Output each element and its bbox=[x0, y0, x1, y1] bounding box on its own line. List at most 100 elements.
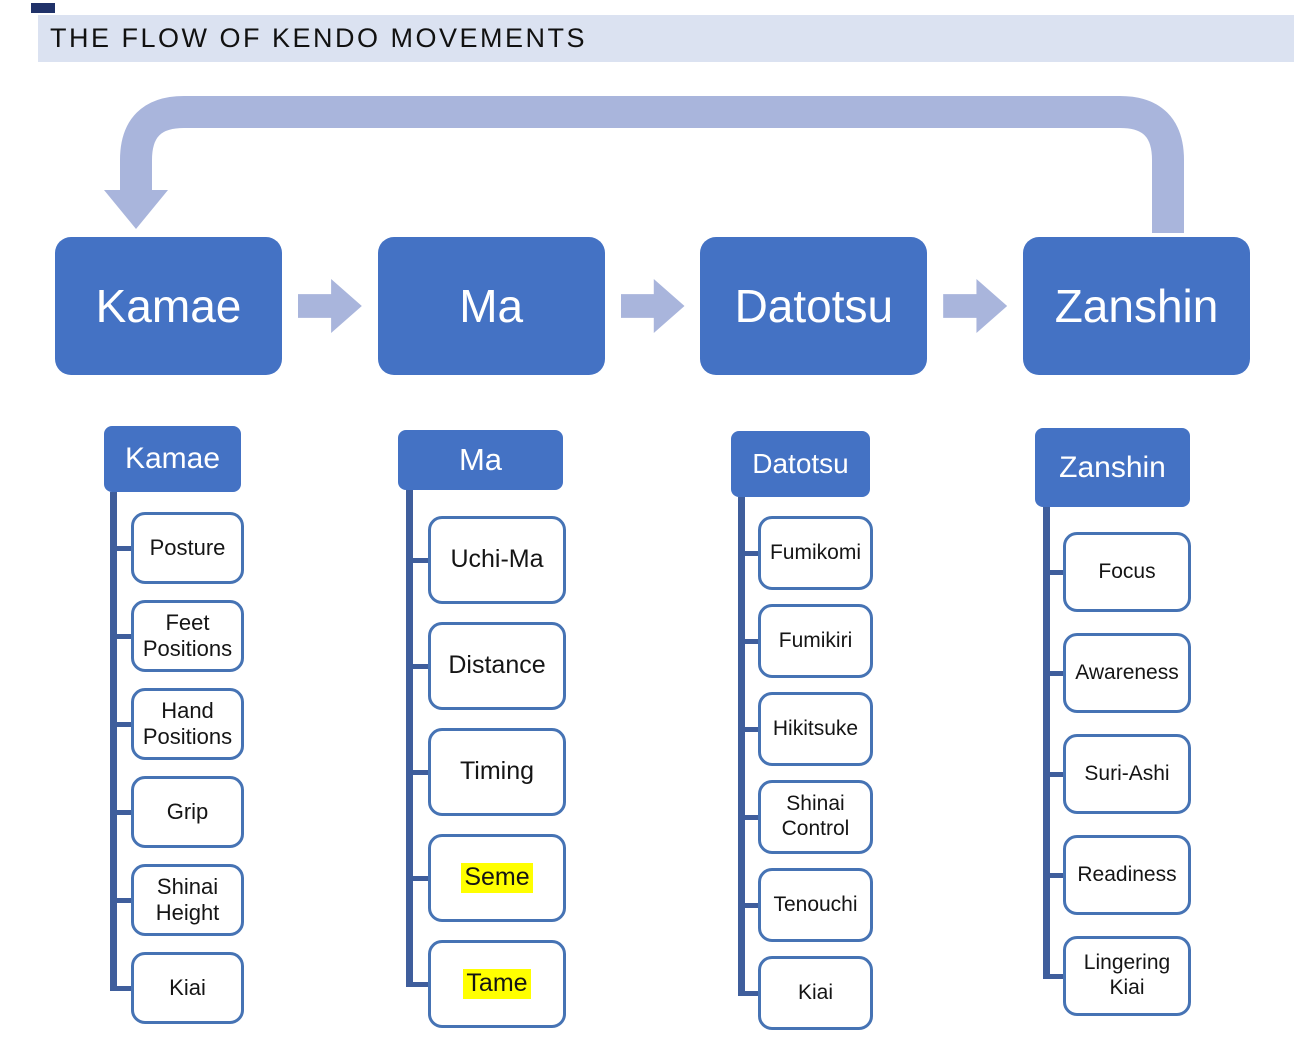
list-item-label: Shinai Control bbox=[781, 792, 850, 840]
list-item-label: Tenouchi bbox=[773, 892, 858, 916]
highlighted-text: Seme bbox=[461, 863, 533, 893]
accent-square bbox=[31, 3, 55, 13]
list-item: Kiai bbox=[731, 956, 873, 1030]
connector-tick bbox=[738, 726, 758, 732]
flow-step-zanshin: Zanshin bbox=[1023, 237, 1251, 375]
list-item-box: Shinai Control bbox=[758, 780, 873, 854]
connector-tick bbox=[738, 550, 758, 556]
list-item-box: Hand Positions bbox=[131, 688, 244, 760]
list-item-box: Fumikiri bbox=[758, 604, 873, 678]
right-arrow-icon bbox=[297, 279, 362, 333]
connector-tick bbox=[1043, 872, 1063, 878]
list-item-box: Timing bbox=[428, 728, 566, 816]
list-item-box: Kiai bbox=[758, 956, 873, 1030]
list-item: Posture bbox=[104, 512, 244, 584]
list-item-label: Focus bbox=[1098, 559, 1156, 583]
page-title: THE FLOW OF KENDO MOVEMENTS bbox=[50, 23, 588, 53]
connector-trunk bbox=[1043, 507, 1050, 978]
list-item-label: Grip bbox=[166, 799, 209, 825]
list-item-box: Distance bbox=[428, 622, 566, 710]
connector-tick bbox=[1043, 771, 1063, 777]
connector-tick bbox=[110, 633, 131, 639]
list-item: Fumikomi bbox=[731, 516, 873, 590]
list-item: Timing bbox=[398, 728, 566, 816]
right-arrow-icon bbox=[943, 279, 1008, 333]
list-item: Kiai bbox=[104, 952, 244, 1024]
list-item: Shinai Height bbox=[104, 864, 244, 936]
list-item: Fumikiri bbox=[731, 604, 873, 678]
list-item: Tame bbox=[398, 940, 566, 1028]
highlighted-text: Tame bbox=[463, 969, 531, 999]
list-item: Seme bbox=[398, 834, 566, 922]
list-item-box: Hikitsuke bbox=[758, 692, 873, 766]
column-header-ma: Ma bbox=[398, 430, 563, 490]
connector-tick bbox=[406, 663, 428, 669]
list-item: Grip bbox=[104, 776, 244, 848]
list-item: Feet Positions bbox=[104, 600, 244, 672]
list-item-box: Tame bbox=[428, 940, 566, 1028]
connector-tick bbox=[738, 990, 758, 996]
list-item-label: Readiness bbox=[1077, 862, 1177, 886]
title-bar: THE FLOW OF KENDO MOVEMENTS bbox=[38, 15, 1294, 62]
list-item: Lingering Kiai bbox=[1035, 936, 1191, 1016]
list-item-label: Suri-Ashi bbox=[1084, 761, 1170, 785]
list-item-box: Grip bbox=[131, 776, 244, 848]
list-item-box: Fumikomi bbox=[758, 516, 873, 590]
list-item-label: Posture bbox=[149, 535, 226, 561]
list-item-box: Seme bbox=[428, 834, 566, 922]
list-item-box: Readiness bbox=[1063, 835, 1191, 915]
flow-arrow-gap bbox=[282, 279, 378, 333]
list-item-box: Kiai bbox=[131, 952, 244, 1024]
column-header-datotsu: Datotsu bbox=[731, 431, 870, 497]
flow-step-datotsu: Datotsu bbox=[700, 237, 928, 375]
list-item-label: Feet Positions bbox=[142, 610, 233, 661]
list-item-label: Shinai Height bbox=[155, 874, 220, 925]
list-item: Uchi-Ma bbox=[398, 516, 566, 604]
list-item-label: Fumikiri bbox=[778, 628, 853, 652]
connector-tick bbox=[406, 981, 428, 987]
list-item: Readiness bbox=[1035, 835, 1191, 915]
list-item: Hikitsuke bbox=[731, 692, 873, 766]
list-item-box: Suri-Ashi bbox=[1063, 734, 1191, 814]
list-item-label: Hikitsuke bbox=[772, 716, 859, 740]
connector-tick bbox=[406, 875, 428, 881]
list-item-label: Timing bbox=[459, 757, 535, 786]
list-item-box: Posture bbox=[131, 512, 244, 584]
list-item: Shinai Control bbox=[731, 780, 873, 854]
connector-tick bbox=[110, 809, 131, 815]
list-item-label: Distance bbox=[448, 651, 546, 680]
list-item-label: Kiai bbox=[797, 980, 834, 1004]
connector-tick bbox=[1043, 973, 1063, 979]
flow-arrow-gap bbox=[605, 279, 701, 333]
list-item: Hand Positions bbox=[104, 688, 244, 760]
connector-trunk bbox=[110, 492, 117, 990]
connector-trunk bbox=[738, 497, 745, 995]
list-item-box: Shinai Height bbox=[131, 864, 244, 936]
flow-arrow-gap bbox=[927, 279, 1023, 333]
list-item-box: Lingering Kiai bbox=[1063, 936, 1191, 1016]
list-item: Distance bbox=[398, 622, 566, 710]
list-item-box: Tenouchi bbox=[758, 868, 873, 942]
list-item-box: Focus bbox=[1063, 532, 1191, 612]
list-item-label: Fumikomi bbox=[769, 540, 861, 564]
loop-back-arrow-icon bbox=[104, 96, 1184, 233]
list-item-label: Kiai bbox=[169, 975, 206, 1001]
connector-trunk bbox=[406, 490, 413, 986]
connector-tick bbox=[406, 557, 428, 563]
list-item-label: Hand Positions bbox=[142, 698, 233, 749]
connector-tick bbox=[110, 897, 131, 903]
list-item-label: Lingering Kiai bbox=[1083, 951, 1171, 999]
column-header-kamae: Kamae bbox=[104, 426, 241, 492]
list-item-label: Awareness bbox=[1075, 660, 1179, 684]
list-item: Awareness bbox=[1035, 633, 1191, 713]
